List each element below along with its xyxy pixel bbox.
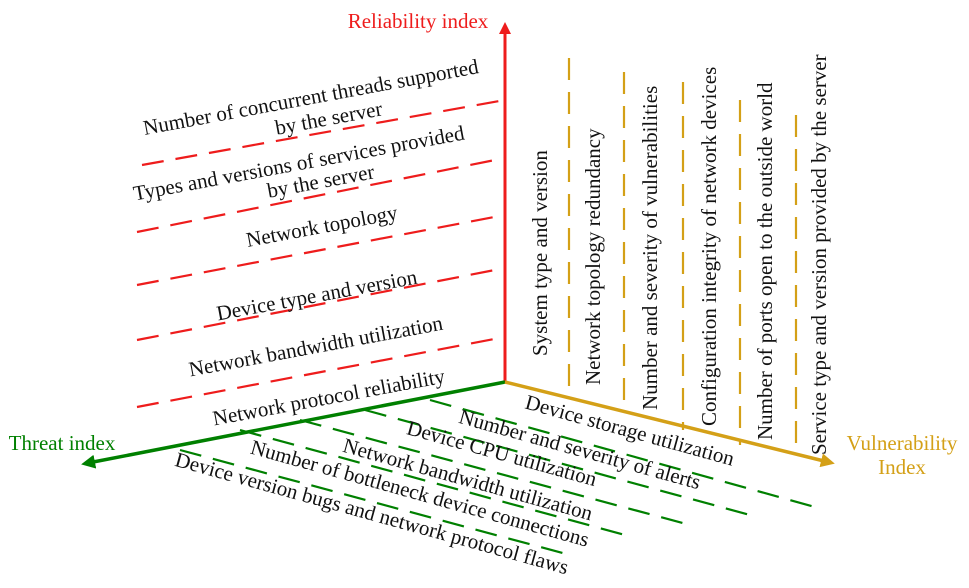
label-topology-redundancy: Network topology redundancy — [581, 128, 605, 385]
reliability-dash-1 — [141, 98, 506, 167]
threat-axis — [81, 380, 506, 469]
vulnerability-axis-title-line1: Vulnerability — [847, 431, 958, 455]
reliability-axis-title: Reliability index — [348, 9, 489, 33]
label-open-ports: Number of ports open to the outside worl… — [753, 82, 777, 440]
vulnerability-axis — [504, 380, 835, 468]
label-config-integrity: Configuration integrity of network devic… — [697, 67, 721, 426]
reliability-dashes — [136, 98, 506, 409]
threat-axis-title: Threat index — [9, 431, 116, 455]
label-service-type: Service type and version provided by the… — [807, 54, 831, 455]
vulnerability-axis-title-line2: Index — [878, 455, 926, 479]
label-system-type: System type and version — [528, 150, 552, 356]
vulnerability-labels: System type and version Network topology… — [528, 54, 831, 455]
reliability-dash-6 — [136, 335, 506, 409]
reliability-dash-2 — [136, 156, 506, 234]
label-vulnerabilities: Number and severity of vulnerabilities — [638, 86, 662, 410]
label-device-type-version: Device type and version — [214, 265, 419, 326]
vulnerability-dashes — [567, 58, 798, 455]
label-network-topology: Network topology — [244, 200, 400, 252]
reliability-dash-4 — [136, 266, 506, 342]
reliability-dash-3 — [136, 213, 506, 287]
